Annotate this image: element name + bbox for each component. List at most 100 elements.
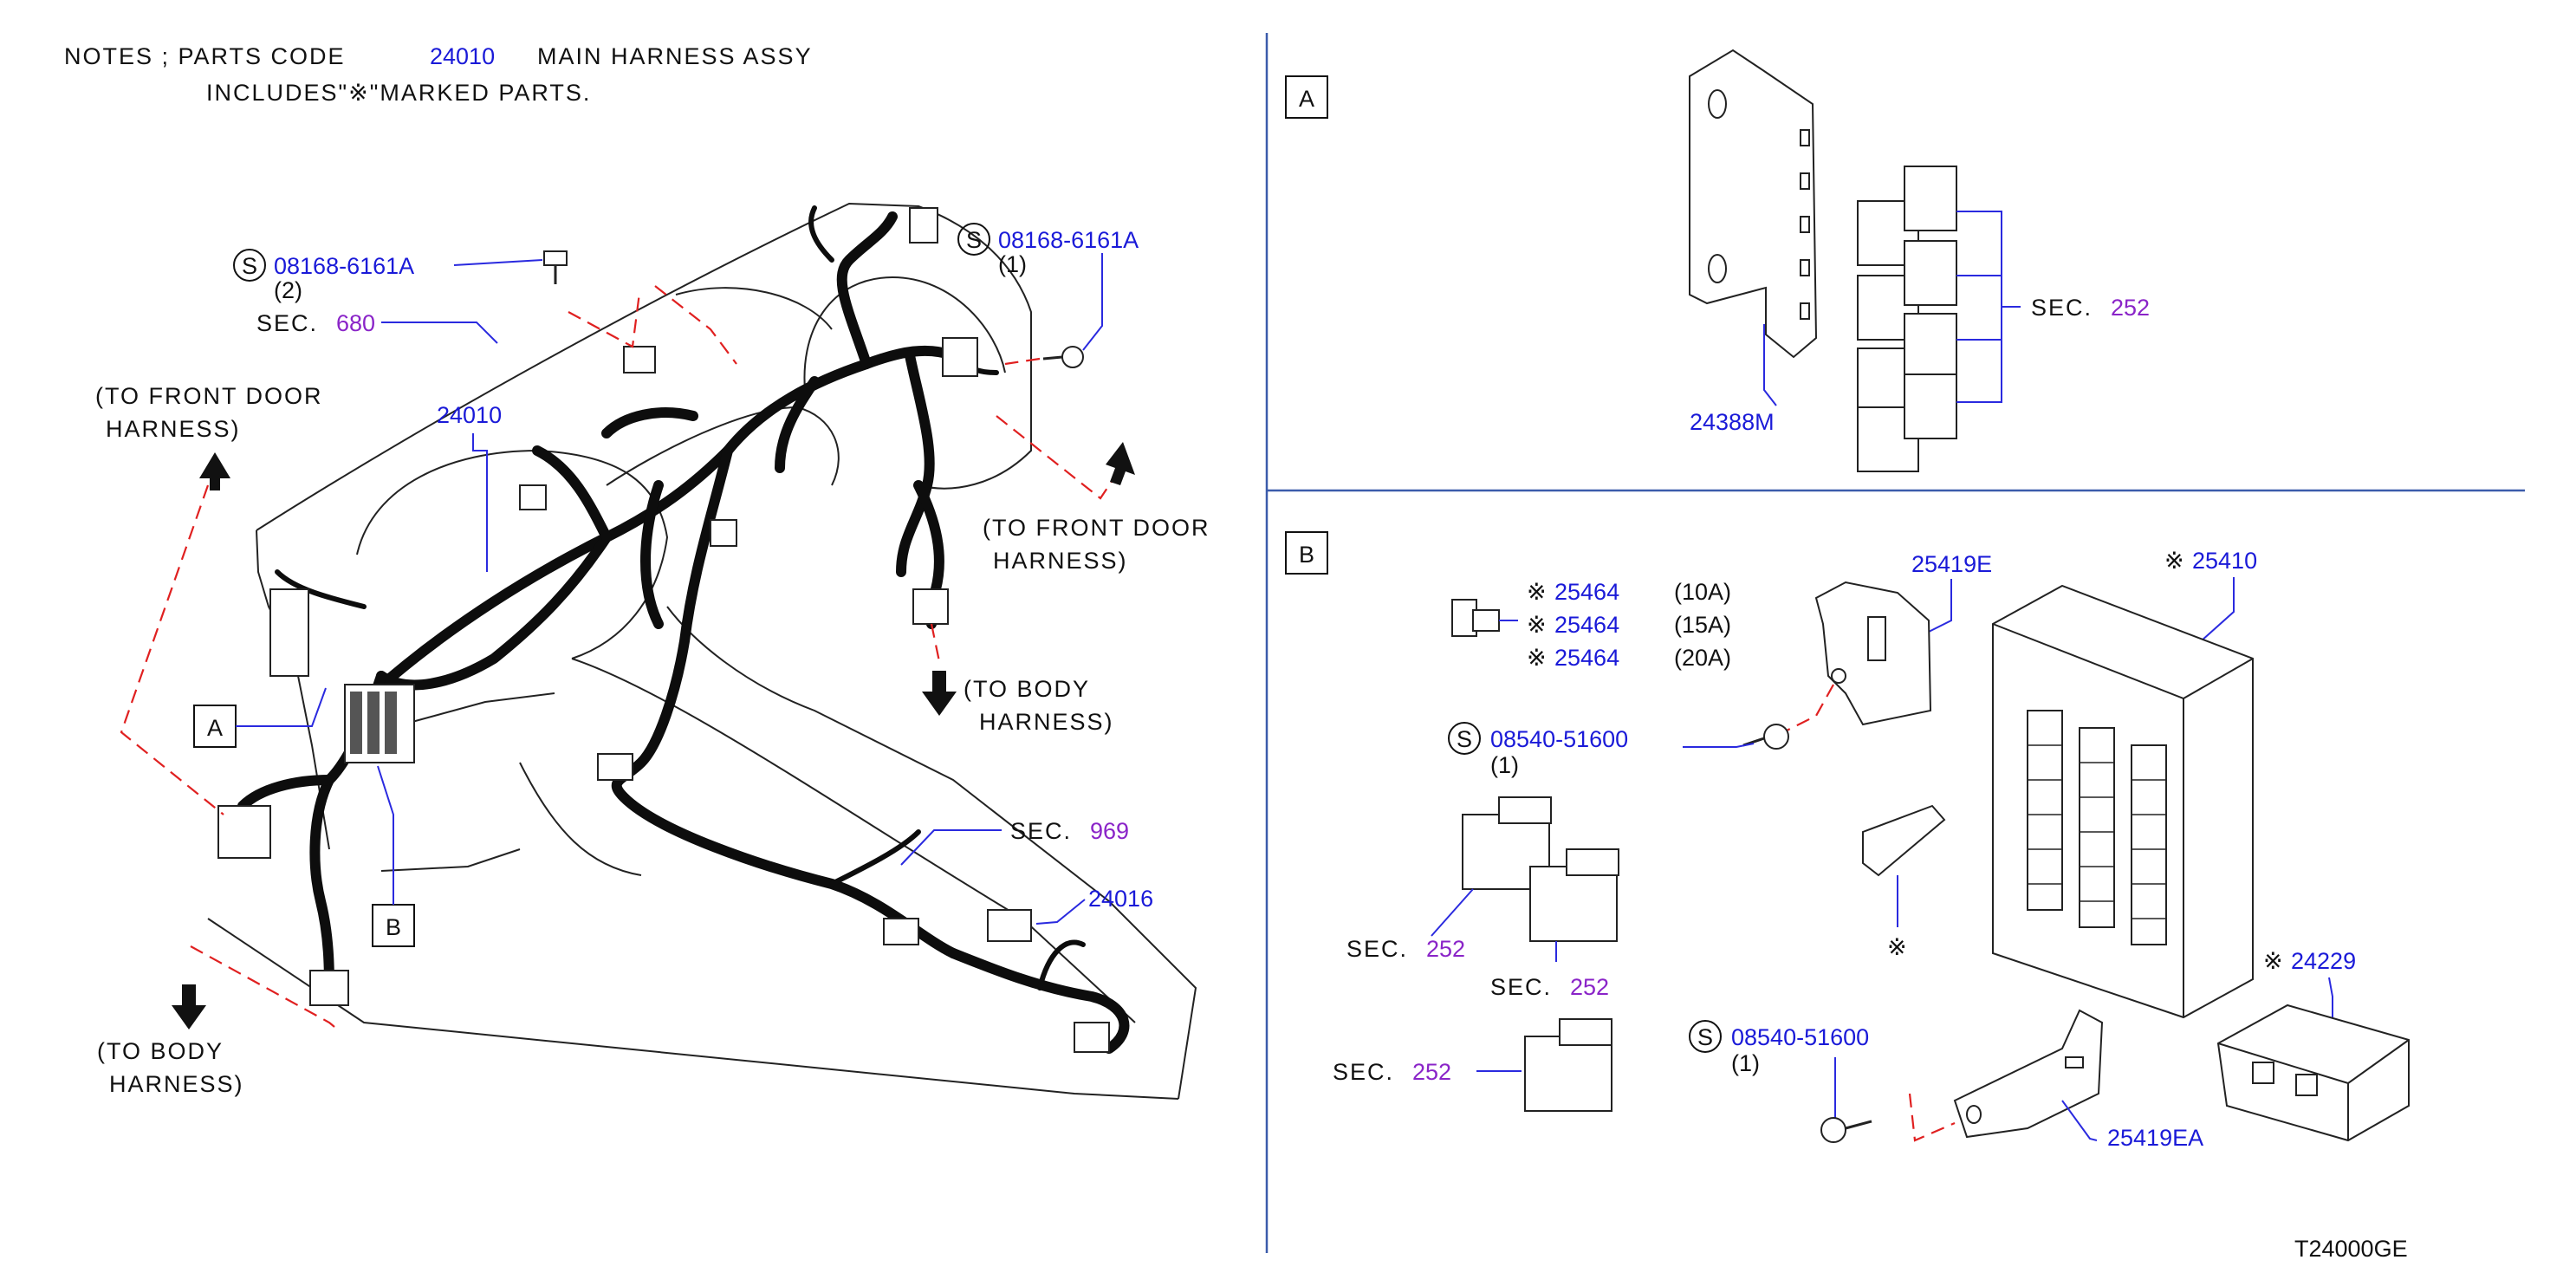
svg-text:S: S [966,227,982,253]
right-connector-icon [942,337,978,377]
callout-b-label: B [386,914,401,940]
fuse-2-rating: (15A) [1674,612,1731,638]
screw-1-leader [1683,743,1755,748]
dash-connector-3-icon [519,484,547,510]
fuse-3-mark: ※ [1527,645,1547,671]
bolt-top-right-label: S 08168-6161A (1) [957,223,1139,277]
sec-680-leader [381,322,498,344]
dash-connector-2-icon [710,519,737,547]
bolt-top-right-code: 08168-6161A [998,227,1139,253]
bracket-24388m-icon [1689,49,1818,359]
floor-connector-icon [597,753,633,781]
front-door-right-line2: HARNESS) [993,548,1128,574]
relay-sec-2-prefix: SEC. [1490,974,1552,1000]
cover-icon [2216,1003,2410,1142]
bolt-top-left-code: 08168-6161A [274,253,414,279]
relay-sec-3-prefix: SEC. [1333,1059,1394,1085]
relay-2-icon [1529,848,1619,942]
bracket-25419ea-leader [2061,1100,2098,1141]
panel-b-title: B [1299,542,1314,568]
bolt-top-right-leader [1082,253,1103,351]
fuse-icon [1451,599,1500,637]
front-door-left-line1: (TO FRONT DOOR [95,383,323,409]
sec-680-prefix: SEC. [256,310,318,336]
fuse-block-code: 25410 [2192,548,2257,574]
sec-969-leader [900,829,1002,866]
bracket-24388m-label: 24388M [1690,409,1775,435]
relay-sec-3-number: 252 [1412,1059,1451,1085]
top-connector-icon [909,207,938,244]
callout-b-box [372,904,415,947]
main-harness-leader [472,433,488,572]
harness-24016-label: 24016 [1088,886,1153,912]
fuse-1-mark: ※ [1527,579,1547,605]
fuse-2-mark: ※ [1527,612,1547,638]
main-harness-code: 24010 [437,402,502,428]
fuse-block-icon [1992,584,2254,1019]
callout-a-leader [236,687,327,727]
sec-969-prefix: SEC. [1010,818,1072,844]
body-connector-bottom-icon [309,970,349,1006]
panel-b-title-box [1285,531,1328,575]
arrow-body-right-icon [922,671,957,716]
callout-a-label: A [207,715,223,741]
body-left-line2: HARNESS) [109,1071,244,1097]
console-connector-icon [1074,1022,1110,1053]
front-door-left-line2: HARNESS) [106,416,241,442]
screw-2-qty: (1) [1731,1050,1760,1076]
fuse-puller-icon [1862,804,1946,877]
body-harness-connector-icon [912,588,949,625]
screw-2-code: 08540-51600 [1731,1024,1869,1050]
panel-a-title-box [1285,75,1328,119]
fuse-3-rating: (20A) [1674,645,1731,671]
bracket-24388m-leader [1763,324,1777,406]
harness-24016-leader [1035,899,1086,925]
screw-1-qty: (1) [1490,752,1519,778]
body-right-line2: HARNESS) [979,709,1114,735]
notes-prefix: NOTES ; PARTS CODE [64,43,346,69]
bracket-25419e-icon [1814,581,1932,726]
notes-part-code: 24010 [430,43,495,69]
screw-2-icon [1820,1117,1872,1143]
cover-mark: ※ [2263,948,2283,974]
bolt-top-left-leader [453,259,543,266]
bracket-25419e-label: 25419E [1911,551,1992,577]
relay-stack-icon [1857,166,1957,472]
bolt-right-icon [1042,346,1084,368]
bracket-25419e-leader [1926,579,1952,633]
notes-line2: INCLUDES"※"MARKED PARTS. [206,80,591,106]
relay-sec-1-number: 252 [1426,936,1465,962]
relay-1-leader [1431,888,1474,937]
fuse-block-mark: ※ [2164,548,2184,574]
body-left-line1: (TO BODY [97,1038,224,1064]
screw-1-code: 08540-51600 [1490,726,1628,752]
arrow-front-door-right-icon [1106,442,1135,485]
relay-stack-leader [1956,211,2021,403]
panel-a-sec-prefix: SEC. [2031,295,2093,321]
svg-text:S: S [242,253,257,279]
figure-code: T24000GE [2294,1236,2408,1262]
harness-connectors [217,207,1110,1053]
arrow-front-door-left-icon [199,452,230,490]
svg-text:S: S [1697,1024,1713,1050]
cover-code: 24229 [2291,948,2356,974]
sec-969-number: 969 [1090,818,1129,844]
bolt-top-left-qty: (2) [274,277,302,303]
svg-text:S: S [1457,726,1472,752]
body-right-line1: (TO BODY [964,676,1090,702]
panel-a-title: A [1299,86,1314,112]
relay-stack-a-icon [269,588,309,677]
panel-a-sec-number: 252 [2111,295,2150,321]
bolt-top-left-label: S 08168-6161A (2) [233,249,414,303]
fuse-block-leader [2200,577,2235,642]
fuse-puller-mark: ※ [1887,934,1907,960]
notes-suffix: MAIN HARNESS ASSY [537,43,813,69]
bolt-top-right-qty: (1) [998,251,1027,277]
fuse-1-code: 25464 [1554,579,1619,605]
fuse-2-code: 25464 [1554,612,1619,638]
relay-3-icon [1524,1018,1612,1112]
relay-sec-2-number: 252 [1570,974,1609,1000]
relay-sec-1-prefix: SEC. [1346,936,1408,962]
sec-680-number: 680 [336,310,375,336]
